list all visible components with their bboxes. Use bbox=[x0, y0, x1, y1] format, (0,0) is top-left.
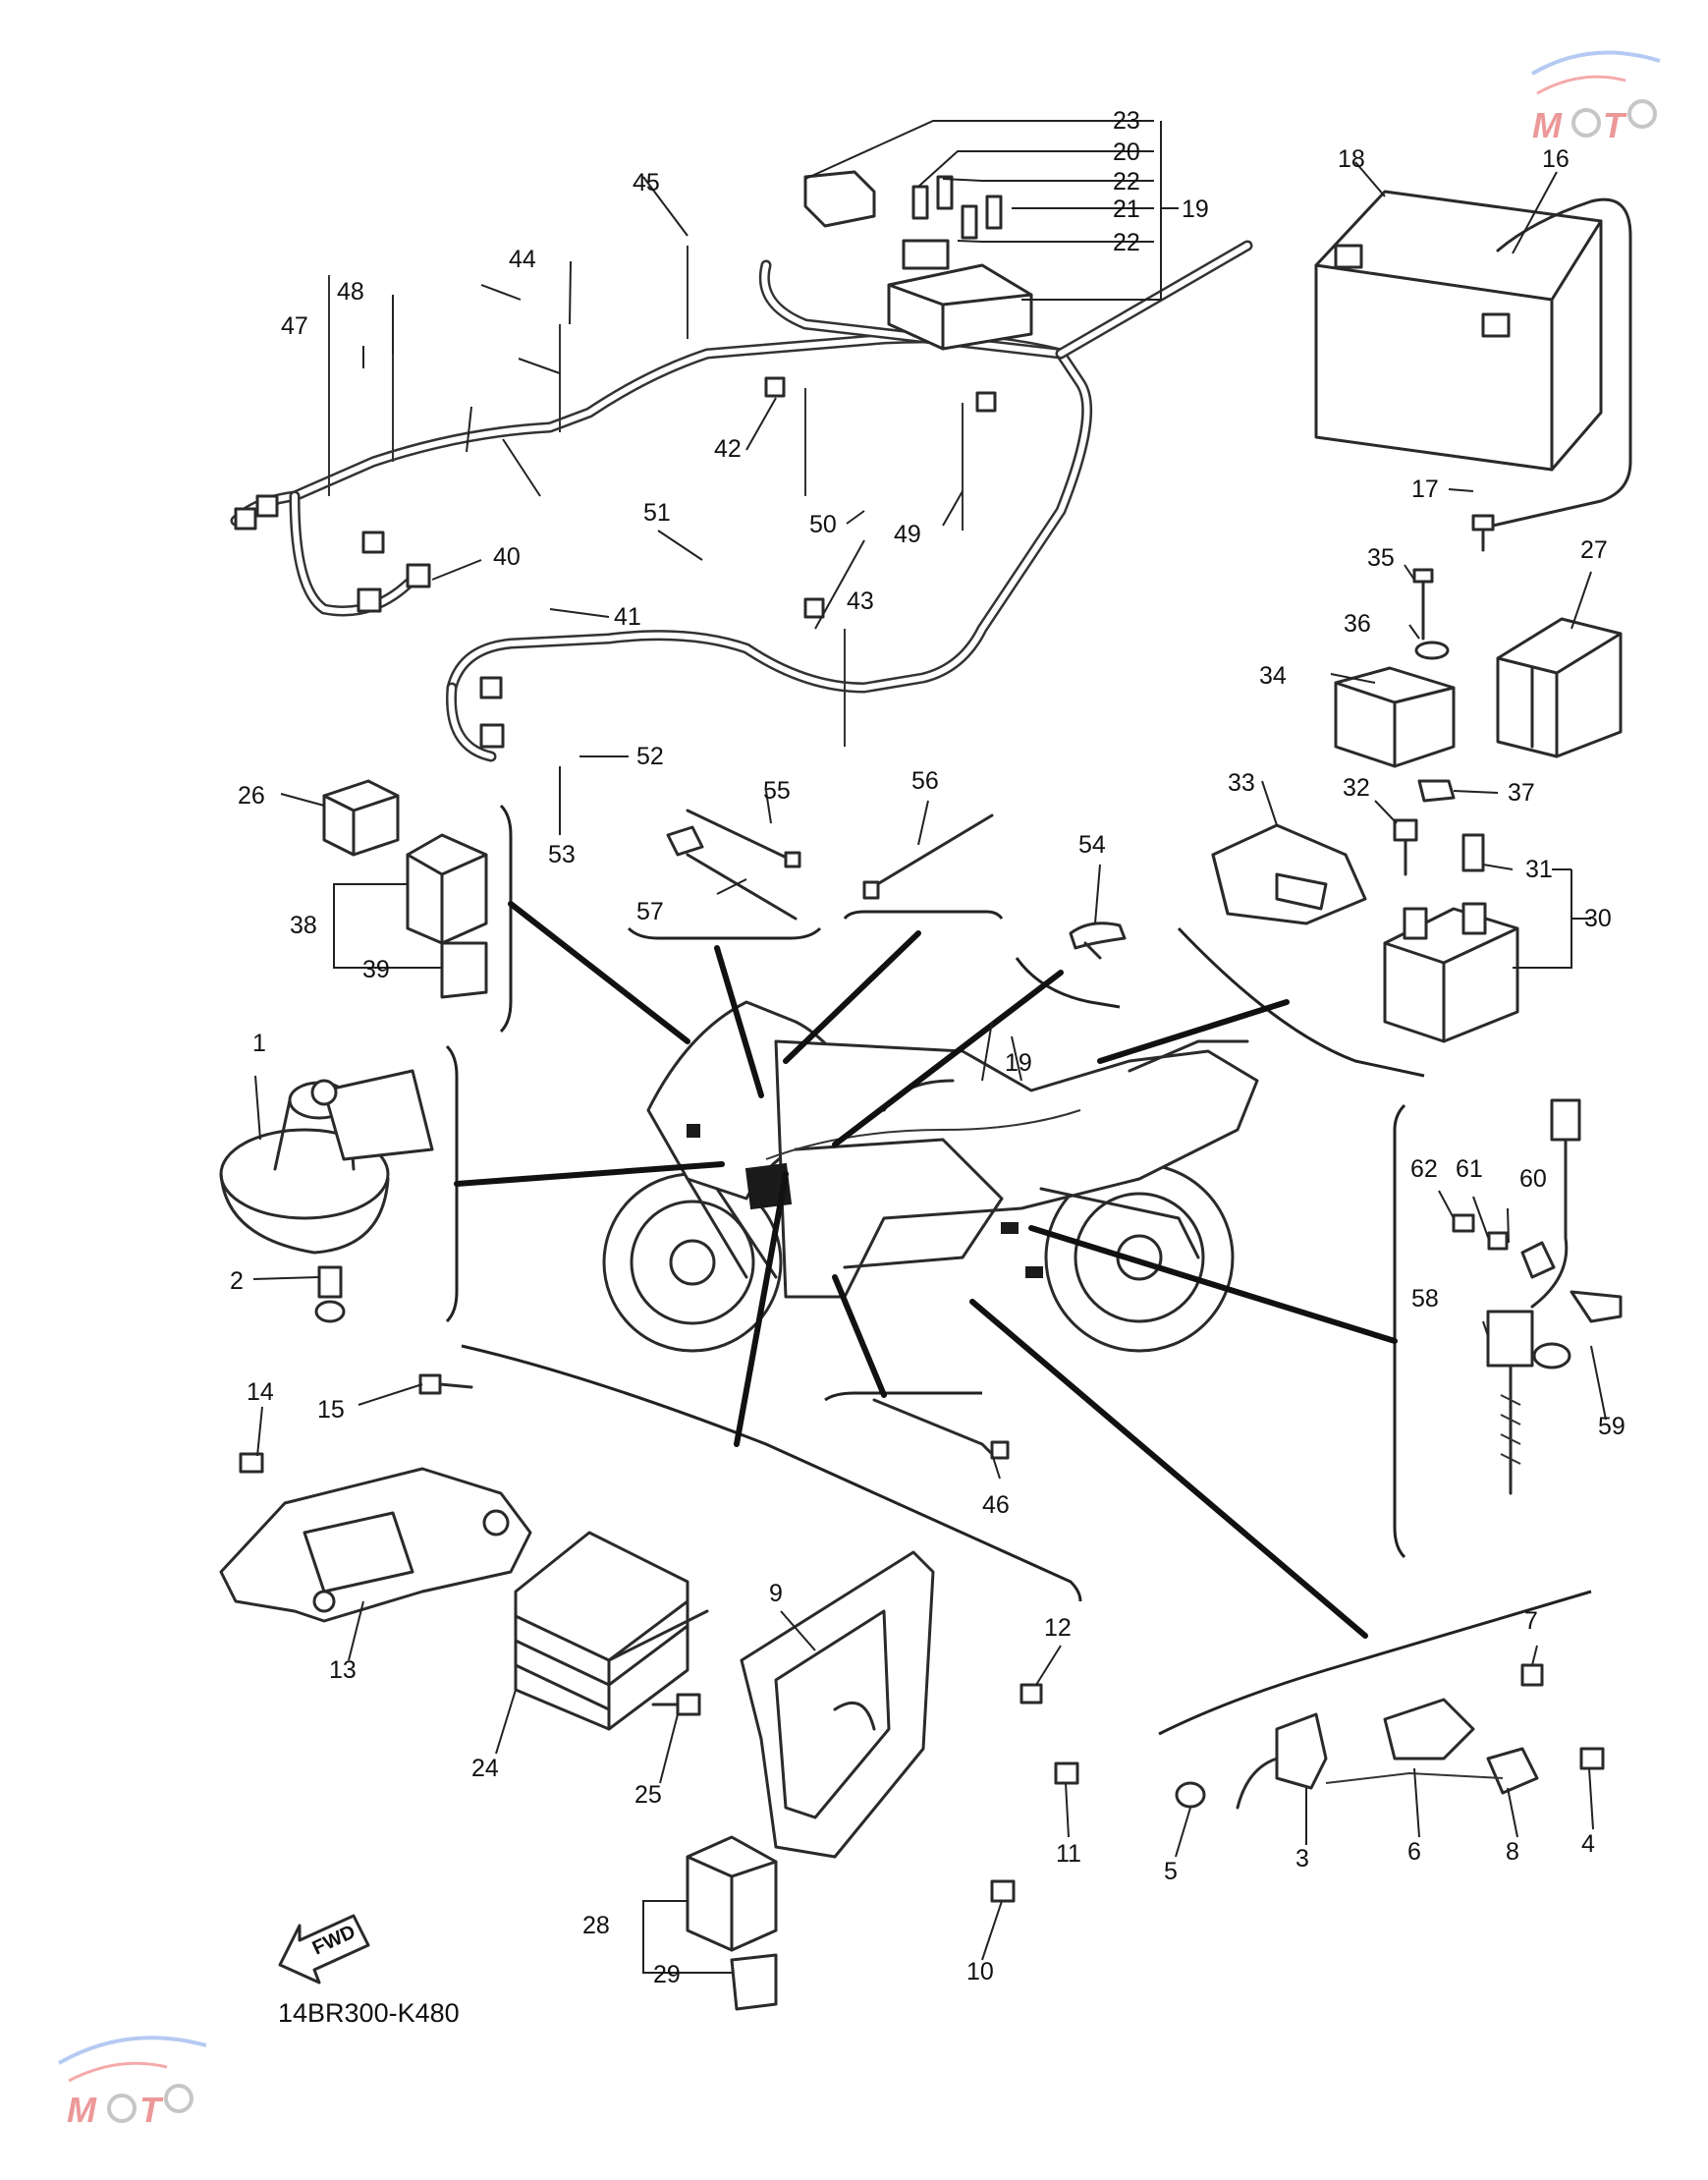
part-number: 25 bbox=[634, 1781, 662, 1809]
horn bbox=[219, 1069, 434, 1255]
part-number: 46 bbox=[982, 1491, 1010, 1519]
part-number: 29 bbox=[653, 1961, 681, 1988]
part-number: 36 bbox=[1344, 610, 1371, 638]
part-number: 8 bbox=[1506, 1838, 1519, 1866]
part-number: 44 bbox=[509, 246, 536, 273]
leader-lines bbox=[252, 120, 1607, 1974]
part-number: 60 bbox=[1519, 1165, 1547, 1193]
part-number: 23 bbox=[1113, 107, 1140, 135]
fuse-box bbox=[803, 170, 1033, 351]
part-number: 3 bbox=[1295, 1845, 1309, 1873]
part-number: 15 bbox=[317, 1396, 345, 1424]
part-number: 40 bbox=[493, 543, 521, 571]
part-number: 43 bbox=[847, 587, 874, 615]
part-number: 22 bbox=[1113, 229, 1140, 256]
fwd-arrow-icon: FWD bbox=[278, 1914, 370, 1984]
part-number: 19 bbox=[1182, 196, 1209, 223]
part-number: 22 bbox=[1113, 168, 1140, 196]
part-number: 18 bbox=[1338, 145, 1365, 173]
motorcycle bbox=[602, 1000, 1259, 1353]
part-number: 49 bbox=[894, 521, 921, 548]
part-number: 11 bbox=[1056, 1840, 1081, 1868]
part-number: 61 bbox=[1456, 1155, 1483, 1183]
part-number: 12 bbox=[1044, 1614, 1072, 1642]
part-number: 33 bbox=[1228, 769, 1255, 797]
part-number: 28 bbox=[582, 1912, 610, 1939]
part-number: 13 bbox=[329, 1656, 357, 1684]
relay bbox=[322, 779, 400, 857]
part-number: 59 bbox=[1598, 1413, 1625, 1440]
part-number: 39 bbox=[362, 956, 390, 983]
part-number: 42 bbox=[714, 435, 742, 463]
part-number: 17 bbox=[1411, 475, 1439, 503]
wire-harness bbox=[230, 240, 1253, 762]
neutral-switch bbox=[1452, 1098, 1623, 1495]
svg-text:M: M bbox=[1532, 105, 1563, 145]
bolt bbox=[314, 1265, 346, 1323]
cable-tie bbox=[666, 809, 801, 921]
part-number: 41 bbox=[614, 603, 641, 631]
relay bbox=[1496, 617, 1623, 758]
part-number-labels: 1 2 3 4 5 6 7 8 9 10 11 12 13 14 15 16 1… bbox=[230, 107, 1625, 1988]
part-number: 10 bbox=[966, 1958, 994, 1985]
clamp bbox=[1069, 922, 1127, 960]
bolt bbox=[651, 1693, 701, 1716]
part-number: 55 bbox=[763, 777, 791, 805]
cable-tie bbox=[862, 813, 994, 900]
part-number: 52 bbox=[636, 743, 664, 770]
diagram-code: 14BR300-K480 bbox=[278, 1998, 460, 2028]
part-number: 21 bbox=[1113, 196, 1140, 223]
part-number: 38 bbox=[290, 912, 317, 939]
part-number: 37 bbox=[1508, 779, 1535, 807]
part-number: 31 bbox=[1525, 856, 1553, 883]
part-number: 14 bbox=[247, 1378, 274, 1406]
part-number: 50 bbox=[809, 511, 837, 538]
part-number: 56 bbox=[911, 767, 939, 795]
part-number: 24 bbox=[471, 1755, 499, 1782]
part-number: 2 bbox=[230, 1267, 244, 1295]
part-number: 26 bbox=[238, 782, 265, 810]
starter-relay bbox=[1211, 818, 1519, 1043]
part-number: 1 bbox=[252, 1030, 266, 1057]
part-number: 57 bbox=[636, 898, 664, 925]
ecu-bracket bbox=[740, 1550, 1079, 1903]
group-bracket bbox=[445, 804, 1592, 1736]
pointer-lines bbox=[454, 901, 1398, 1639]
part-number: 53 bbox=[548, 841, 576, 868]
part-number: 54 bbox=[1078, 831, 1106, 859]
part-number: 32 bbox=[1343, 774, 1370, 802]
part-number: 6 bbox=[1407, 1838, 1421, 1866]
sidestand-switch bbox=[1175, 1663, 1605, 1810]
part-number: 45 bbox=[633, 169, 660, 196]
part-number: 48 bbox=[337, 278, 364, 306]
bolt bbox=[1471, 514, 1495, 552]
part-number: 16 bbox=[1542, 145, 1570, 173]
battery bbox=[1314, 190, 1632, 528]
part-number: 35 bbox=[1367, 544, 1395, 572]
part-number: 9 bbox=[769, 1580, 783, 1607]
part-number: 20 bbox=[1113, 139, 1140, 166]
part-number: 5 bbox=[1164, 1858, 1178, 1885]
svg-text:M: M bbox=[67, 2090, 97, 2130]
part-number: 34 bbox=[1259, 662, 1287, 690]
cable-tie bbox=[872, 1398, 1010, 1460]
moto-logo-icon: M T bbox=[1530, 50, 1661, 145]
moto-logo-icon: M T bbox=[58, 2036, 207, 2130]
part-number: 51 bbox=[643, 499, 671, 527]
svg-text:T: T bbox=[1603, 105, 1627, 145]
part-number: 58 bbox=[1411, 1285, 1439, 1313]
part-number: 47 bbox=[281, 312, 308, 340]
part-number: 4 bbox=[1581, 1830, 1595, 1858]
bracket bbox=[219, 1373, 532, 1623]
svg-text:T: T bbox=[139, 2090, 164, 2130]
part-number: 7 bbox=[1524, 1607, 1538, 1635]
relay-bracket bbox=[1334, 568, 1456, 803]
relay bbox=[406, 833, 488, 999]
ecu-relay bbox=[686, 1835, 778, 2011]
part-number: 62 bbox=[1410, 1155, 1438, 1183]
part-number: 27 bbox=[1580, 536, 1608, 564]
part-number: 19 bbox=[1005, 1049, 1032, 1077]
part-number: 30 bbox=[1584, 905, 1612, 932]
